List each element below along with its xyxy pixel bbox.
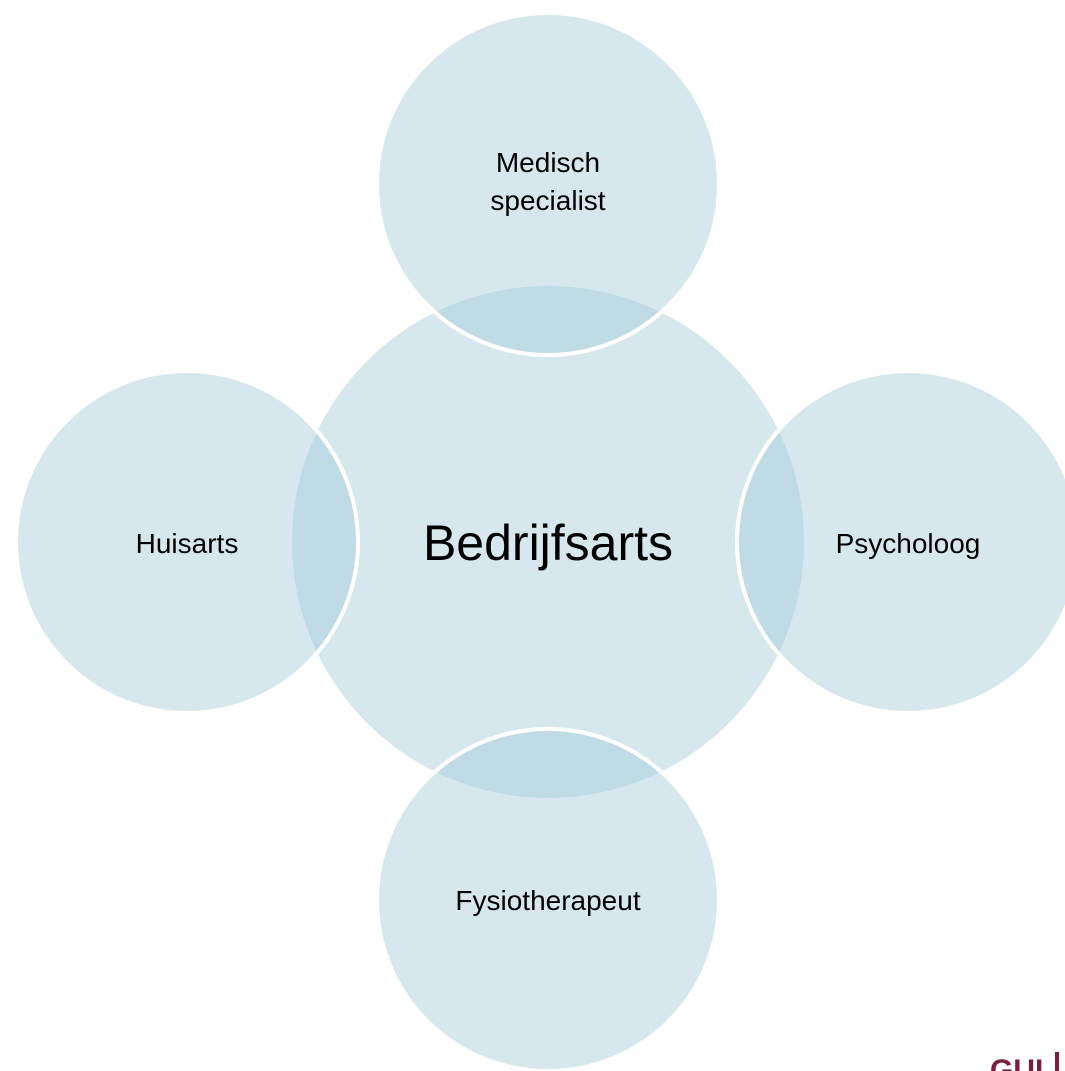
left-label: Huisarts	[136, 528, 239, 559]
bottom-circle	[375, 727, 721, 1071]
center-label: Bedrijfsarts	[423, 515, 673, 571]
top-label-line-1: Medisch	[496, 147, 600, 178]
right-label: Psycholoog	[836, 528, 981, 559]
top-label-line-2: specialist	[490, 185, 605, 216]
center-circle	[288, 282, 808, 802]
right-circle	[735, 369, 1065, 715]
svg-text:GUI: GUI	[990, 1054, 1043, 1071]
logo-icon: GUI	[990, 1052, 1059, 1071]
top-circle	[375, 11, 721, 357]
left-circle	[14, 369, 360, 715]
bottom-label: Fysiotherapeut	[455, 885, 640, 916]
